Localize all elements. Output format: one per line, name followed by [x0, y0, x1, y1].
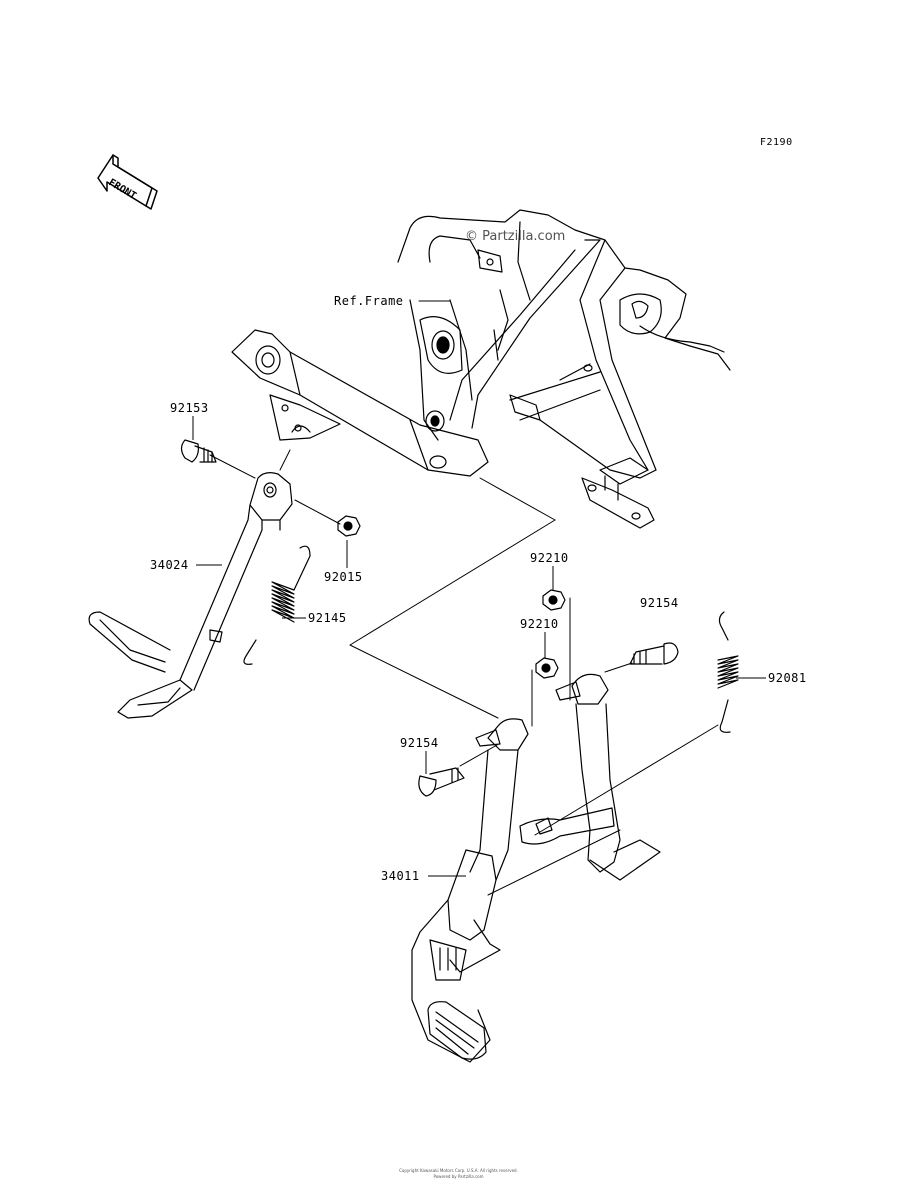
- part-label-34011: 34011: [381, 869, 420, 883]
- spring-92081-drawing: [717, 611, 739, 733]
- side-stand-34024-drawing: [88, 472, 293, 719]
- center-stand-34011-drawing: [411, 673, 661, 1063]
- part-label-92015: 92015: [324, 570, 363, 584]
- watermark: © Partzilla.com: [465, 229, 566, 244]
- part-label-92154-right: 92154: [640, 596, 679, 610]
- part-label-92145: 92145: [308, 611, 347, 625]
- bolt-92153-drawing: [180, 439, 217, 463]
- part-label-34024: 34024: [150, 558, 189, 572]
- part-label-92210-top: 92210: [530, 551, 569, 565]
- ref-frame-label: Ref.Frame: [334, 294, 404, 308]
- nut-92210-mid-drawing: [535, 657, 559, 679]
- bolt-92154-left-drawing: [418, 767, 465, 797]
- frame-drawing: [231, 209, 731, 529]
- nut-92015-drawing: [337, 515, 361, 537]
- bolt-92154-right-drawing: [629, 642, 679, 665]
- footer-copyright: Copyright Kawasaki Motors Corp. U.S.A. A…: [399, 1168, 518, 1173]
- connection-lines: [209, 449, 719, 896]
- footer-powered: Powered by Partzilla.com: [433, 1174, 484, 1179]
- part-label-92154-left: 92154: [400, 736, 439, 750]
- front-arrow-icon: FRONT: [97, 154, 158, 210]
- nut-92210-top-drawing: [542, 589, 566, 611]
- part-label-92153: 92153: [170, 401, 209, 415]
- part-label-92081: 92081: [768, 671, 807, 685]
- part-label-92210-mid: 92210: [520, 617, 559, 631]
- spring-92145-drawing: [243, 545, 311, 665]
- figure-id: F2190: [760, 137, 793, 148]
